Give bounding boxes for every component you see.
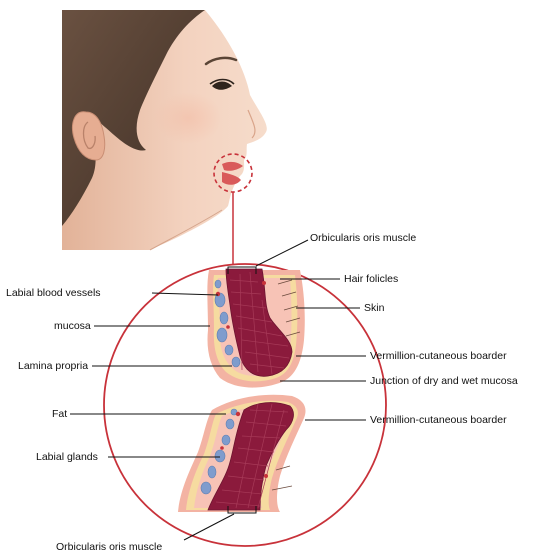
lower-lip-section [178, 394, 306, 514]
label-labial-blood-vessels: Labial blood vessels [6, 287, 101, 299]
upper-muscle-fibers [229, 271, 290, 375]
eyelash [209, 78, 235, 85]
cheek-blush [154, 92, 222, 144]
face-illustration [62, 10, 267, 251]
jaw-line [149, 209, 223, 251]
leader-orbicularis-top [255, 239, 309, 267]
label-orbicularis-bottom: Orbicularis oris muscle [56, 541, 163, 553]
label-mucosa: mucosa [54, 320, 91, 332]
leader-orbicularis-bottom [183, 513, 235, 541]
ear-inner [82, 121, 96, 150]
hair [62, 10, 205, 226]
lower-muscle-fibers [215, 403, 289, 509]
label-lamina-propria: Lamina propria [18, 360, 89, 372]
label-labial-glands: Labial glands [36, 451, 98, 463]
label-fat: Fat [52, 408, 68, 420]
lower-hair-follicles [271, 465, 293, 491]
lips [222, 161, 243, 185]
leader-lines [70, 239, 366, 541]
label-hair-follicles: Hair folicles [344, 273, 399, 285]
lower-labial-glands [200, 408, 238, 495]
upper-orbicularis-bracket [227, 266, 257, 274]
upper-labial-glands [214, 279, 241, 368]
upper-muscle [225, 268, 293, 377]
leader-labial-blood-vessels [151, 292, 219, 296]
eye [212, 81, 232, 90]
label-junction: Junction of dry and wet mucosa [370, 375, 518, 387]
lower-orbicularis-bracket [227, 506, 257, 514]
upper-hair-follicles [277, 279, 301, 337]
label-skin: Skin [364, 302, 385, 314]
nose-shadow [247, 109, 256, 139]
upper-lip-section [207, 266, 305, 388]
label-vermillion-lower: Vermillion-cutaneous boarder [370, 414, 507, 426]
label-vermillion-upper: Vermillion-cutaneous boarder [370, 350, 507, 362]
ear [72, 111, 106, 161]
eyebrow [204, 56, 238, 66]
label-orbicularis-top: Orbicularis oris muscle [310, 232, 417, 244]
lower-blood-vessels [220, 411, 268, 478]
